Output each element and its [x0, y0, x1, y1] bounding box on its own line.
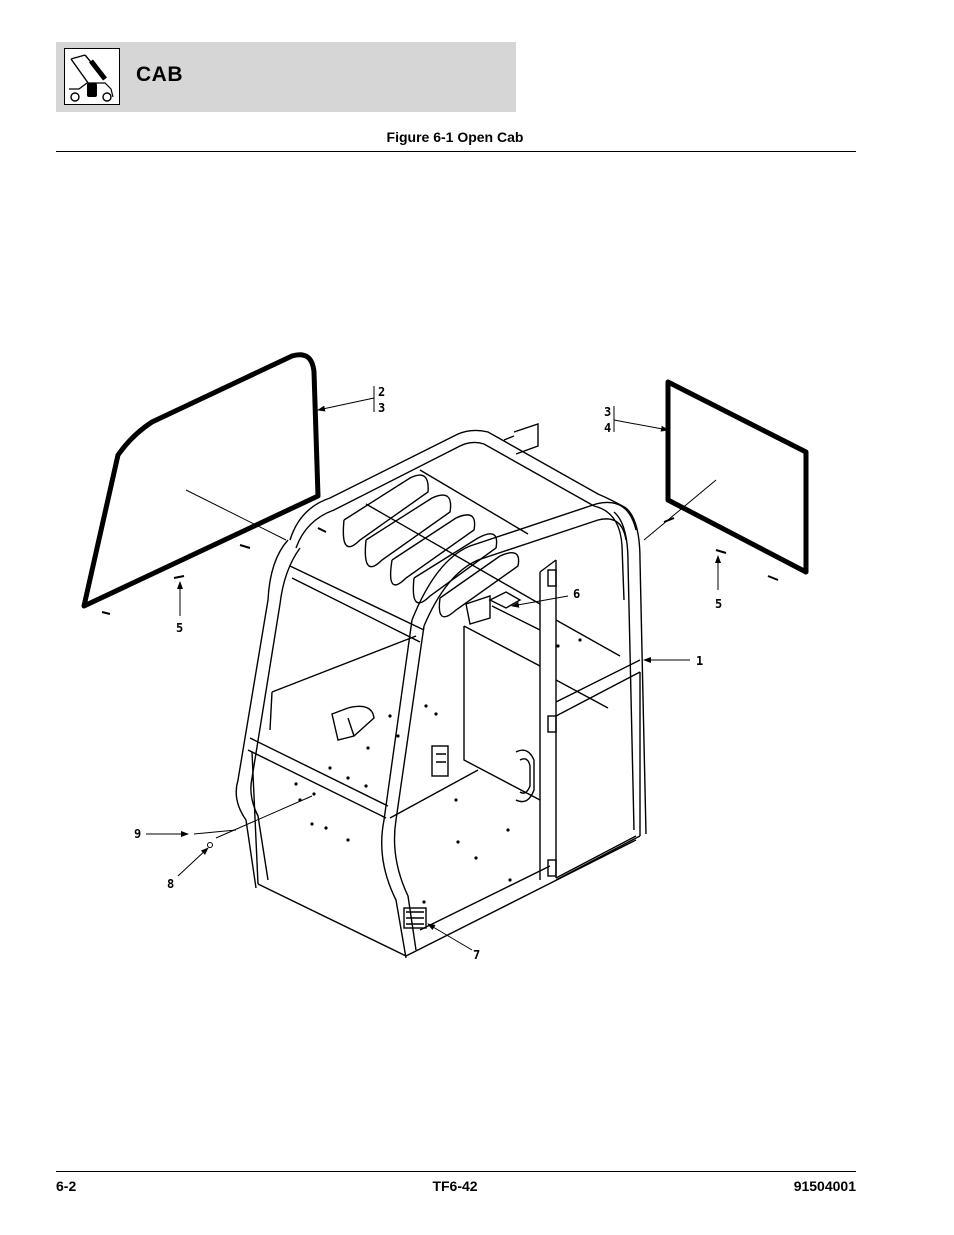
callout-6: 6 — [573, 587, 580, 601]
callout-2: 2 — [378, 385, 385, 399]
callout-5-right: 5 — [715, 597, 722, 611]
model-number: TF6-42 — [432, 1178, 478, 1194]
callout-4: 4 — [604, 421, 611, 435]
right-window-glass — [665, 379, 809, 575]
figure-title: Figure 6-1 Open Cab — [386, 129, 524, 145]
mounting-holes — [294, 638, 582, 904]
callout-7: 7 — [473, 948, 480, 962]
document-part-number: 91504001 — [793, 1178, 856, 1194]
callout-leaders — [146, 386, 721, 951]
callout-8: 8 — [167, 877, 174, 891]
callout-5-left: 5 — [176, 621, 183, 635]
telehandler-cab-icon — [64, 48, 120, 105]
callout-3-left: 3 — [378, 401, 385, 415]
cab-frame — [235, 423, 647, 959]
left-window-glass — [81, 352, 321, 609]
footer-rule — [56, 1171, 856, 1172]
section-title: CAB — [136, 63, 183, 86]
callout-9: 9 — [134, 827, 141, 841]
callout-3-right: 3 — [604, 405, 611, 419]
header-band — [56, 42, 516, 112]
header-rule — [56, 151, 856, 152]
page-number: 6-2 — [56, 1178, 77, 1194]
callout-1: 1 — [696, 654, 703, 668]
